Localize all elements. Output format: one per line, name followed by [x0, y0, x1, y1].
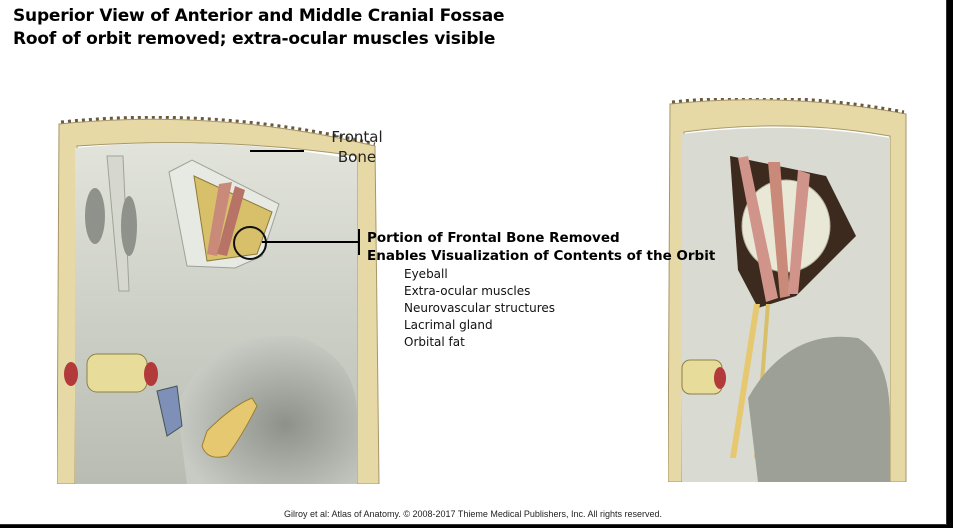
callout-bracket — [358, 229, 360, 255]
list-item: Neurovascular structures — [404, 301, 556, 315]
callout-circle — [233, 226, 267, 260]
frontal-bone-label: Frontal Bone — [331, 128, 383, 166]
slide-title: Superior View of Anterior and Middle Cra… — [13, 6, 505, 26]
callout-leader-line — [262, 241, 359, 243]
list-item: Eyeball — [404, 267, 448, 281]
callout-heading-2: Enables Visualization of Contents of the… — [367, 248, 716, 264]
callout-heading-1: Portion of Frontal Bone Removed — [367, 230, 620, 246]
left-skull-illustration — [57, 116, 380, 484]
slide-subtitle: Roof of orbit removed; extra-ocular musc… — [13, 29, 496, 49]
frontal-bone-leader-line — [250, 150, 304, 152]
list-item: Extra-ocular muscles — [404, 284, 531, 298]
orbit-contents-list: Eyeball Extra-ocular muscles Neurovascul… — [404, 266, 555, 351]
right-skull-illustration — [668, 98, 907, 482]
copyright-footer: Gilroy et al: Atlas of Anatomy. © 2008-2… — [284, 509, 662, 519]
list-item: Lacrimal gland — [404, 318, 493, 332]
list-item: Orbital fat — [404, 335, 465, 349]
